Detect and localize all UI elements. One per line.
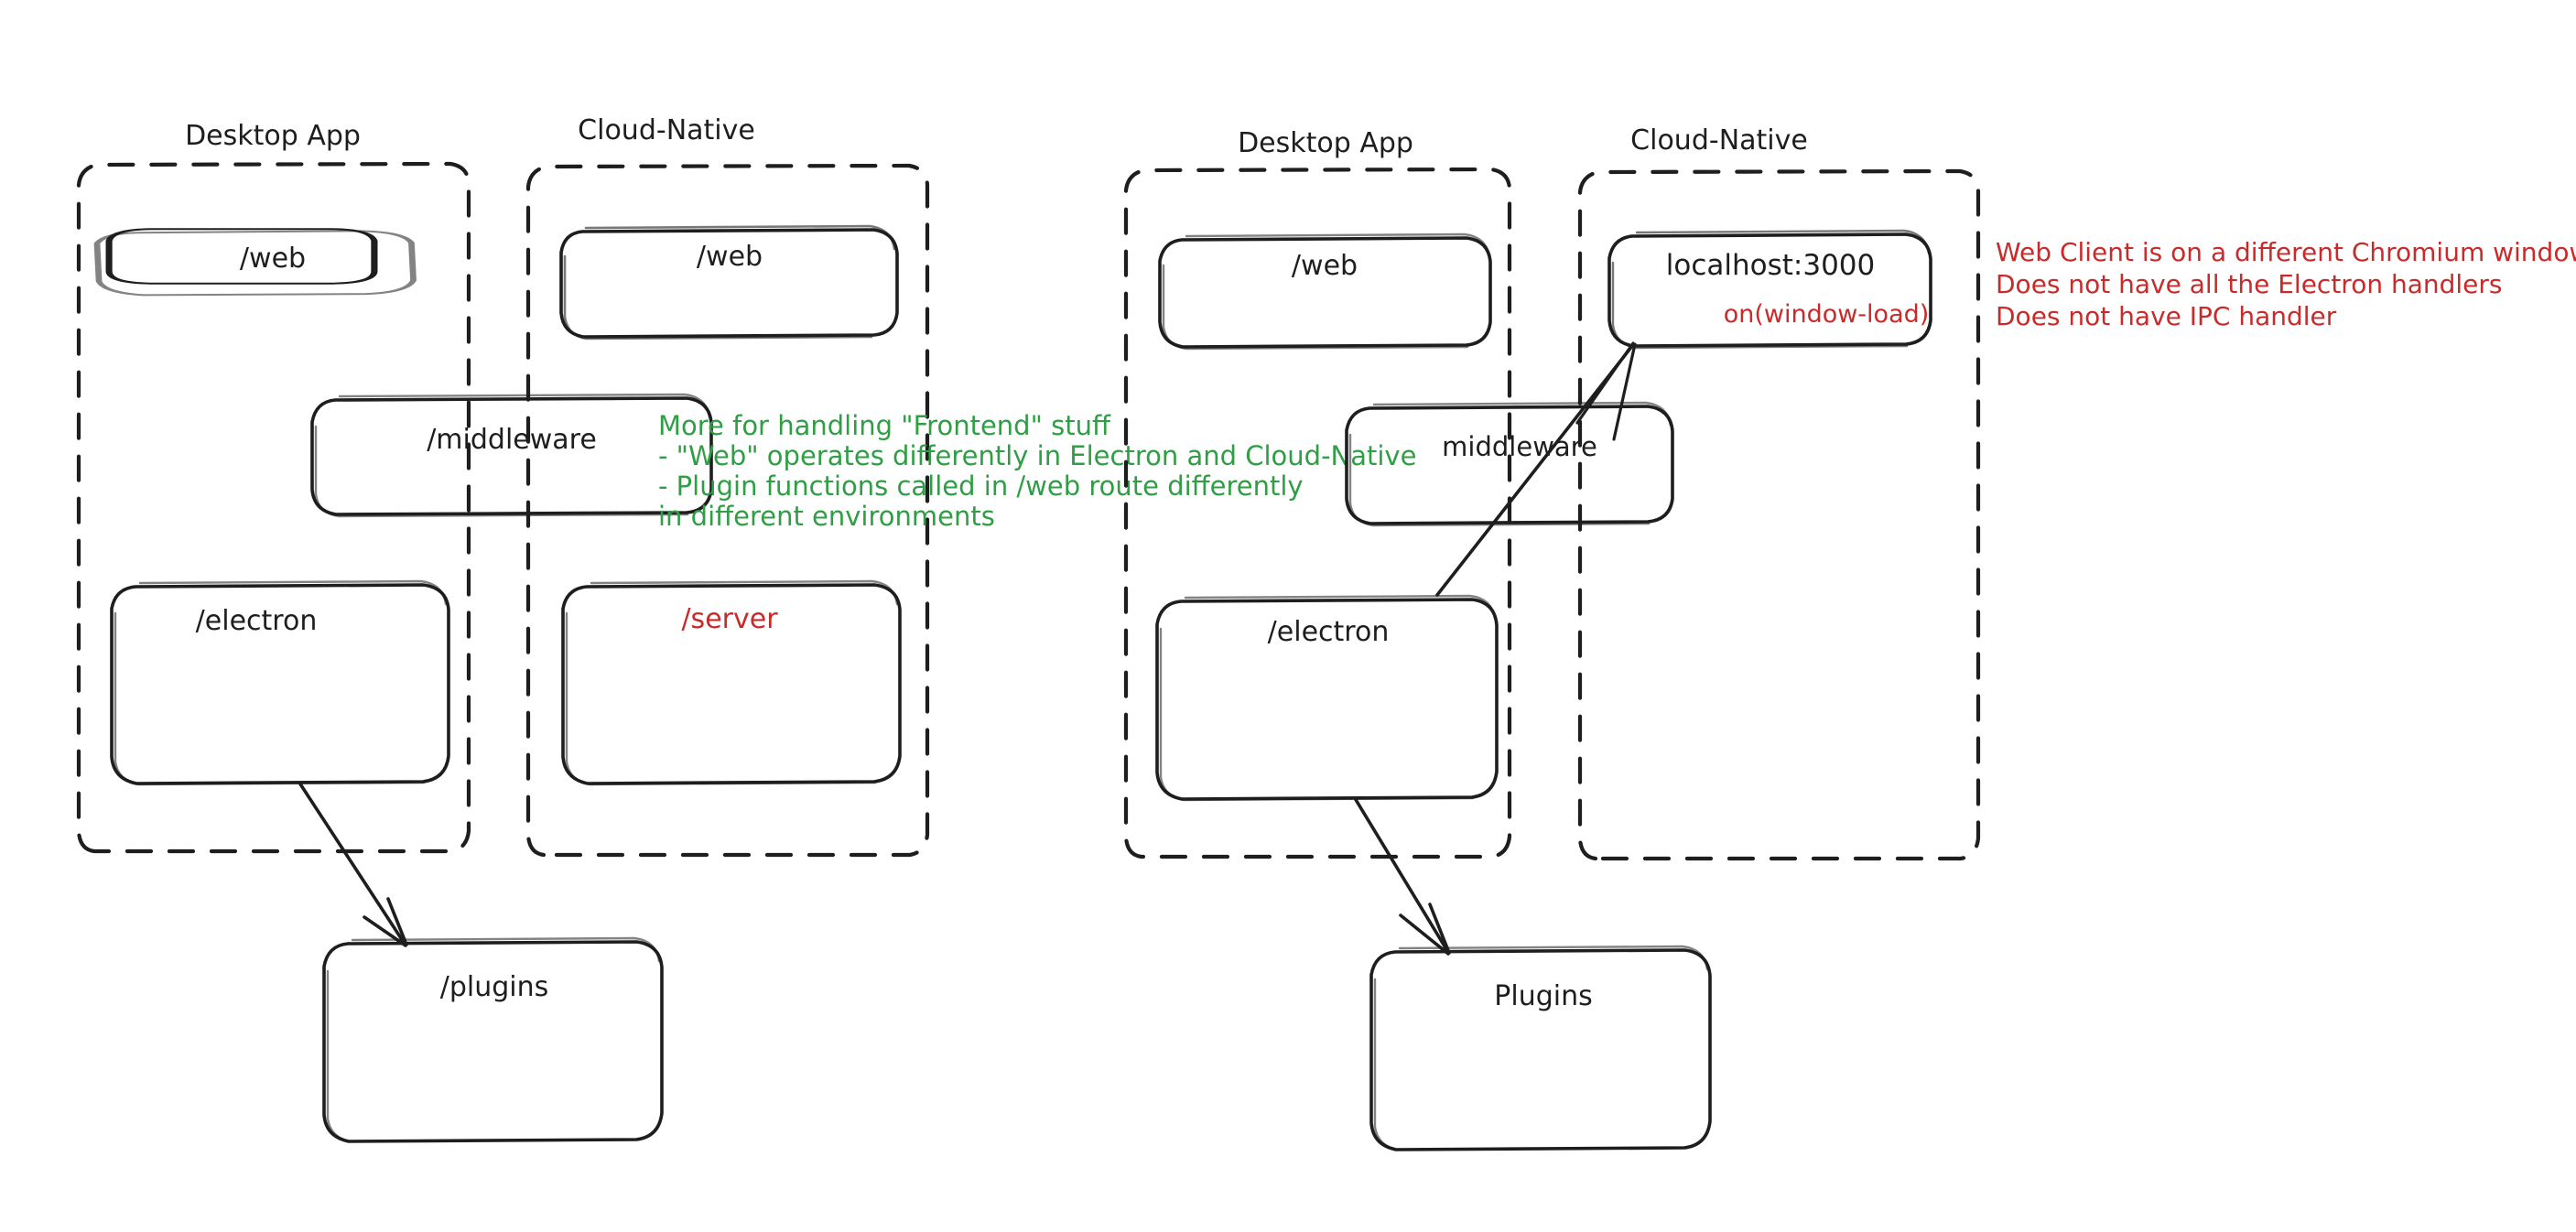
- right-electron-label: /electron: [1268, 616, 1390, 648]
- left-electron-to-plugins-arrow: [298, 781, 408, 947]
- right-middleware-box[interactable]: [1345, 401, 1674, 527]
- left-electron-box[interactable]: [110, 579, 450, 786]
- right-localhost-box[interactable]: [1607, 229, 1932, 350]
- right-plugins-box[interactable]: [1369, 945, 1712, 1151]
- left-electron-label: /electron: [196, 605, 318, 637]
- left-cloud-web-label: /web: [697, 241, 763, 273]
- left-middleware-label: /middleware: [427, 424, 597, 456]
- green-note-line-2: - "Web" operates differently in Electron…: [658, 440, 1416, 471]
- left-desktop-app-container[interactable]: [76, 161, 471, 854]
- left-server-label: /server: [681, 603, 778, 635]
- right-cloud-native-label: Cloud-Native: [1630, 124, 1808, 157]
- red-note-line-3: Does not have IPC handler: [1996, 301, 2337, 331]
- right-desktop-web-label: /web: [1292, 250, 1358, 282]
- right-localhost-sub-label: on(window-load): [1724, 300, 1930, 329]
- left-server-box[interactable]: [561, 579, 902, 786]
- green-note: More for handling "Frontend" stuff - "We…: [658, 410, 1416, 532]
- right-plugins-label: Plugins: [1494, 980, 1592, 1012]
- green-note-line-4: in different environments: [658, 501, 995, 532]
- right-electron-to-localhost-arrow: [1435, 341, 1637, 597]
- left-desktop-web-box[interactable]: [93, 228, 417, 297]
- left-cloud-web-box[interactable]: [559, 224, 899, 340]
- left-cloud-native-label: Cloud-Native: [578, 114, 755, 146]
- left-desktop-web-label: /web: [240, 243, 306, 275]
- left-cloud-native-container[interactable]: [525, 163, 930, 858]
- right-desktop-app-container[interactable]: [1123, 167, 1512, 859]
- left-plugins-label: /plugins: [440, 971, 549, 1003]
- left-plugins-box[interactable]: [322, 936, 664, 1143]
- right-middleware-label: middleware: [1442, 431, 1597, 462]
- right-electron-to-plugins-arrow: [1353, 796, 1451, 956]
- right-desktop-app-label: Desktop App: [1238, 127, 1413, 159]
- green-note-line-1: More for handling "Frontend" stuff: [658, 410, 1111, 441]
- left-desktop-app-label: Desktop App: [185, 120, 361, 152]
- right-cloud-native-container[interactable]: [1577, 168, 1981, 861]
- red-note: Web Client is on a different Chromium wi…: [1996, 237, 2576, 331]
- left-middleware-box[interactable]: [310, 393, 713, 518]
- right-electron-box[interactable]: [1155, 594, 1499, 802]
- right-desktop-web-box[interactable]: [1158, 232, 1492, 351]
- red-note-line-2: Does not have all the Electron handlers: [1996, 269, 2503, 299]
- red-note-line-1: Web Client is on a different Chromium wi…: [1996, 237, 2576, 267]
- green-note-line-3: - Plugin functions called in /web route …: [658, 470, 1304, 502]
- right-localhost-label: localhost:3000: [1666, 249, 1876, 282]
